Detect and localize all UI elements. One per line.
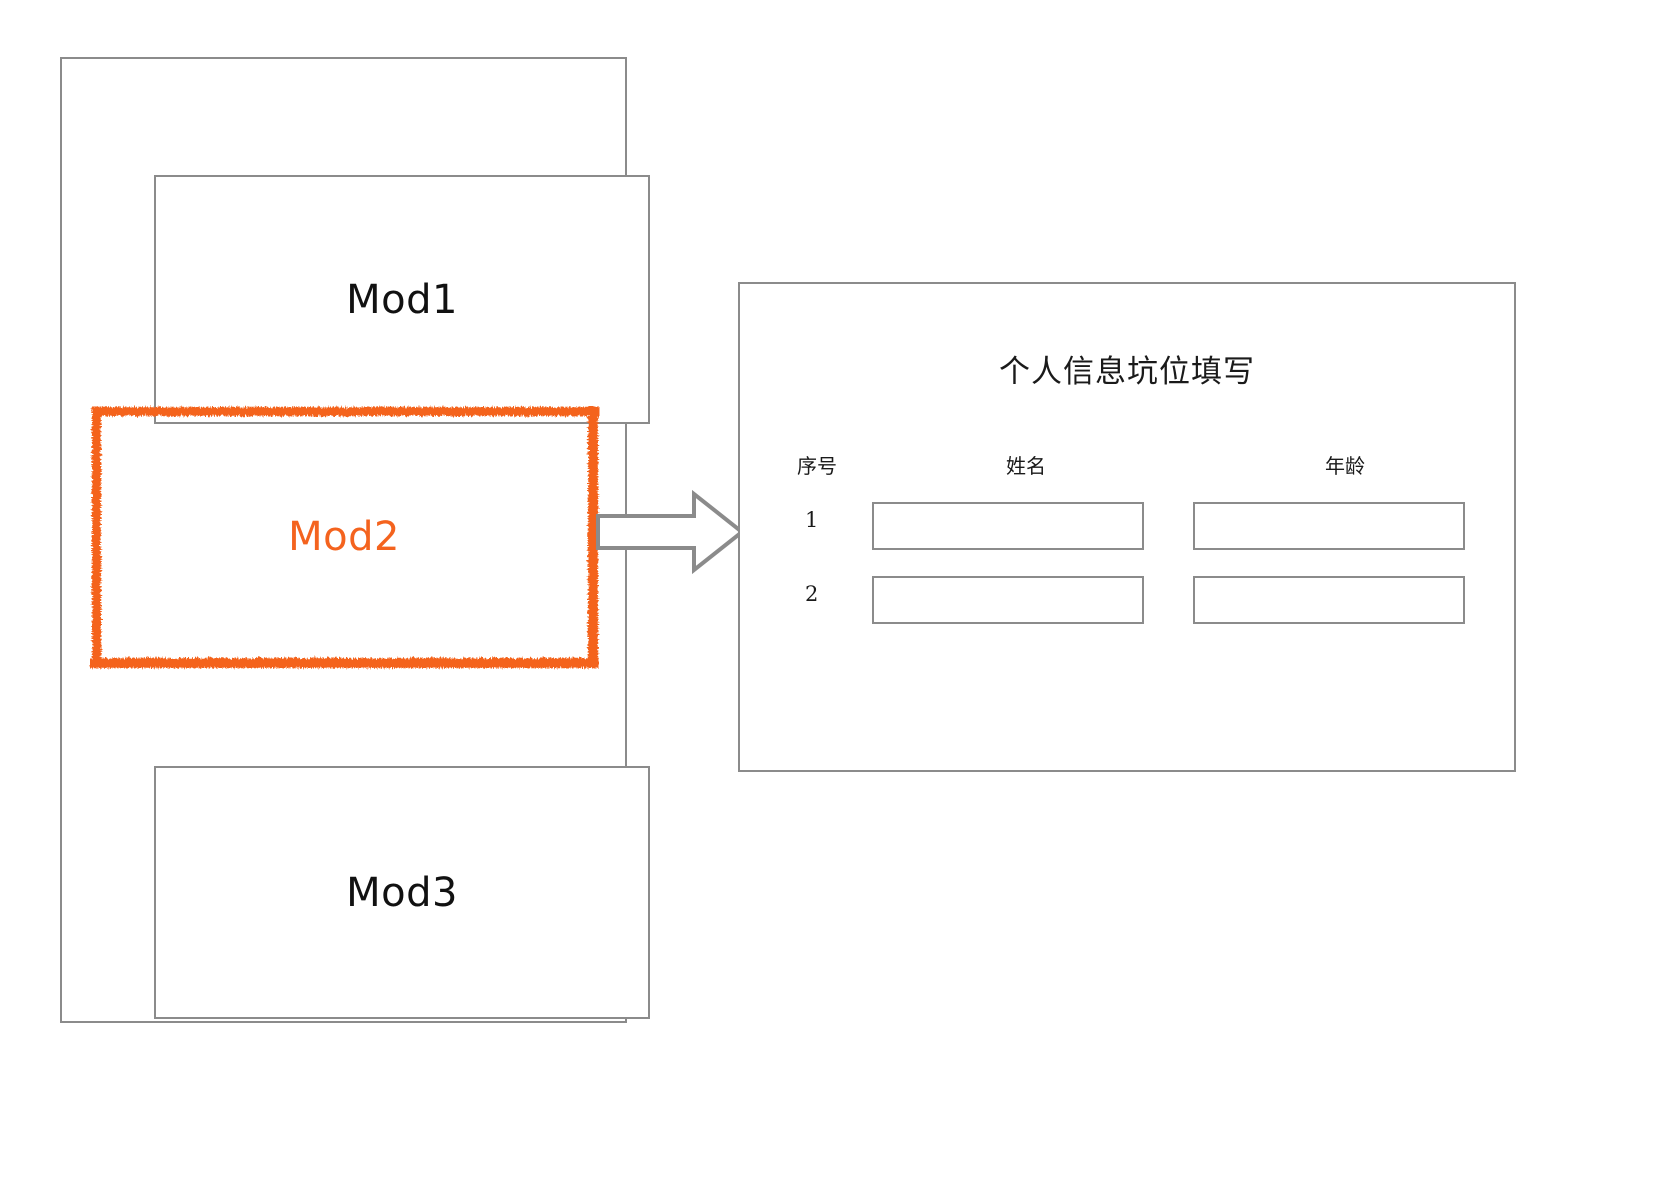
column-header-index: 序号 [797, 454, 837, 478]
table-header-row: 序号 姓名 年龄 [780, 456, 1480, 490]
module-stack-frame: Mod1 Mod3 [60, 57, 650, 1023]
table-row: 1 [780, 490, 1480, 564]
row-index-2: 2 [805, 582, 819, 606]
module-label-mod2: Mod2 [288, 514, 400, 560]
module-box-mod2[interactable]: Mod2 [88, 403, 600, 671]
row-index-1: 1 [805, 508, 819, 532]
age-field-row-1[interactable] [1193, 502, 1465, 550]
flow-arrow-icon [596, 489, 746, 575]
table-row: 2 [780, 564, 1480, 638]
module-label-mod3: Mod3 [346, 869, 458, 916]
column-header-name: 姓名 [1006, 454, 1046, 478]
module-box-mod3[interactable]: Mod3 [154, 766, 650, 1019]
form-title: 个人信息坑位填写 [999, 354, 1255, 390]
module-label-mod1: Mod1 [346, 276, 458, 323]
module-box-mod2-content: Mod2 [88, 403, 600, 671]
highlight-brush-border [90, 407, 600, 668]
age-field-row-2[interactable] [1193, 576, 1465, 624]
personal-info-table: 序号 姓名 年龄 1 2 [780, 456, 1480, 638]
form-panel: 个人信息坑位填写 序号 姓名 年龄 1 2 [738, 282, 1516, 772]
module-box-mod1[interactable]: Mod1 [154, 175, 650, 424]
name-field-row-1[interactable] [872, 502, 1144, 550]
column-header-age: 年龄 [1325, 454, 1365, 478]
name-field-row-2[interactable] [872, 576, 1144, 624]
